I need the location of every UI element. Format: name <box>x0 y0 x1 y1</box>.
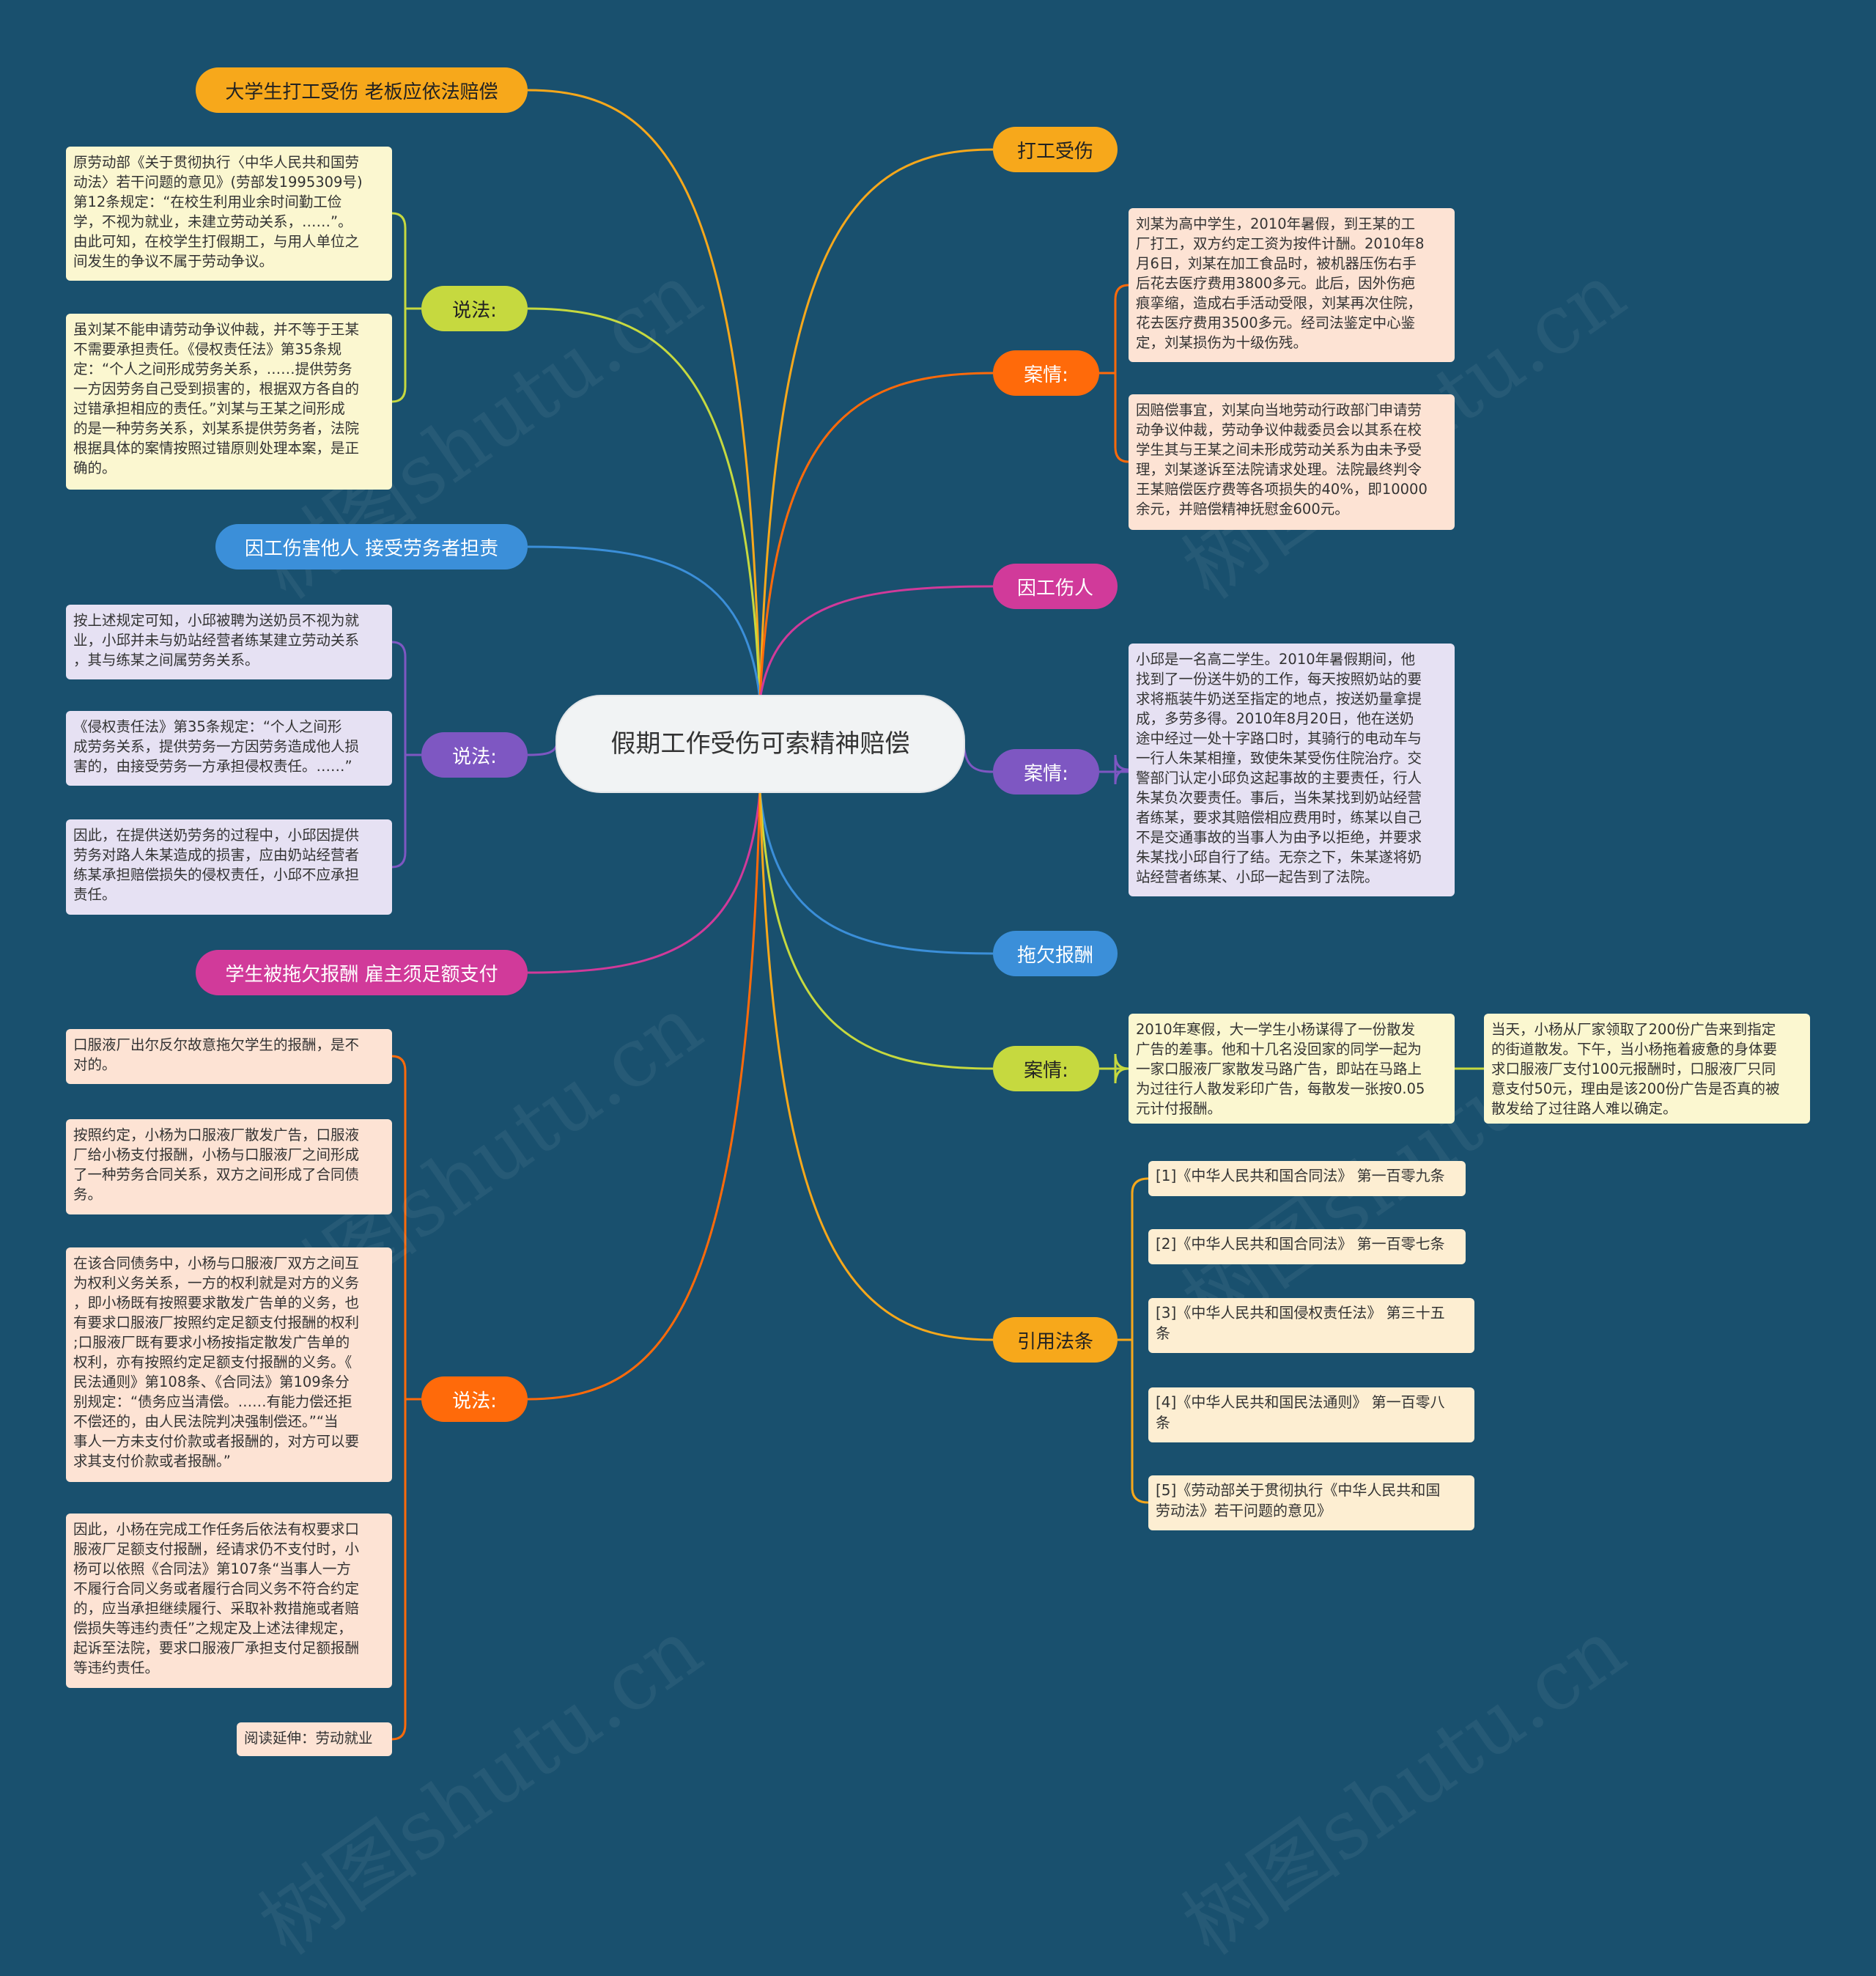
bracket-anqing1 <box>1114 284 1129 463</box>
topic-unpaid-wages[interactable]: 学生被拖欠报酬 雇主须足额支付 <box>196 950 528 995</box>
ref-item-1[interactable]: [1]《中华人民共和国合同法》 第一百零九条 <box>1148 1161 1466 1196</box>
ref-item-4[interactable]: [4]《中华人民共和国民法通则》 第一百零八 条 <box>1148 1387 1474 1442</box>
bracket-anqing2 <box>1114 754 1129 785</box>
shuofa2-card-3: 因此，在提供送奶劳务的过程中，小邱因提供 劳务对路人朱某造成的损害，应由奶站经营… <box>66 819 392 915</box>
bracket-refs <box>1131 1177 1149 1504</box>
anqing-node-3[interactable]: 案情: <box>993 1046 1099 1091</box>
bracket-shuofa1 <box>391 212 407 403</box>
root-topic[interactable]: 假期工作受伤可索精神赔偿 <box>557 696 964 792</box>
link-root-refs <box>758 791 994 1341</box>
ref-item-2[interactable]: [2]《中华人民共和国合同法》 第一百零七条 <box>1148 1229 1466 1264</box>
shuofa-label: 说法: <box>452 745 497 768</box>
link-root-shuofa2 <box>527 743 558 756</box>
link-root-topic1 <box>527 89 761 701</box>
topic-label: 因工伤人 <box>1016 577 1093 600</box>
link-root-topic2 <box>527 545 761 701</box>
link-root-anqing3 <box>758 791 994 1070</box>
link-root-shuofa1 <box>527 307 761 701</box>
read-more-link[interactable]: 阅读延伸：劳动就业 <box>237 1722 392 1756</box>
anqing-node-1[interactable]: 案情: <box>993 350 1099 396</box>
bracket-shuofa3 <box>391 1055 407 1741</box>
link-root-rtopic1 <box>758 148 994 701</box>
shuofa2-card-2: 《侵权责任法》第35条规定：“个人之间形 成劳务关系，提供劳务一方因劳务造成他人… <box>66 711 392 786</box>
anqing-node-2[interactable]: 案情: <box>993 749 1099 795</box>
link-root-rtopic3 <box>758 791 994 955</box>
shuofa2-card-1: 按上述规定可知，小邱被聘为送奶员不视为就 业，小邱并未与奶站经营者练某建立劳动关… <box>66 605 392 679</box>
link-root-anqing2 <box>962 743 994 773</box>
shuofa-node-2[interactable]: 说法: <box>421 732 528 778</box>
anqing-label: 案情: <box>1024 364 1068 386</box>
anqing1-card-1: 刘某为高中学生，2010年暑假，到王某的工 厂打工，双方约定工资为按件计酬。20… <box>1129 208 1455 362</box>
root-title: 假期工作受伤可索精神赔偿 <box>610 729 910 759</box>
anqing3-card-1: 2010年寒假，大一学生小杨谋得了一份散发 广告的差事。他和十几名没回家的同学一… <box>1129 1014 1455 1124</box>
bracket-shuofa2 <box>391 641 407 869</box>
topic-label: 拖欠报酬 <box>1016 944 1093 967</box>
anqing3-card-2: 当天，小杨从厂家领取了200份广告来到指定 的街道散发。下午，当小杨拖着疲惫的身… <box>1484 1014 1810 1124</box>
shuofa3-card-1: 口服液厂出尔反尔故意拖欠学生的报酬，是不 对的。 <box>66 1029 392 1084</box>
topic-injure-person[interactable]: 因工伤人 <box>993 564 1118 609</box>
topic-wage-arrears[interactable]: 拖欠报酬 <box>993 931 1118 976</box>
ref-item-5[interactable]: [5]《劳动部关于贯彻执行《中华人民共和国 劳动法》若干问题的意见》 <box>1148 1475 1474 1530</box>
shuofa1-card-1: 原劳动部《关于贯彻执行〈中华人民共和国劳 动法〉若干问题的意见》(劳部发1995… <box>66 147 392 281</box>
link-root-rtopic2 <box>758 585 994 701</box>
shuofa3-card-3: 在该合同债务中，小杨与口服液厂双方之间互 为权利义务关系，一方的权利就是对方的义… <box>66 1247 392 1482</box>
shuofa3-card-4: 因此，小杨在完成工作任务后依法有权要求口 服液厂足额支付报酬，经请求仍不支付时，… <box>66 1514 392 1688</box>
topic-label: 学生被拖欠报酬 雇主须足额支付 <box>225 963 498 986</box>
topic-student-injury[interactable]: 大学生打工受伤 老板应依法赔偿 <box>196 67 528 113</box>
topic-work-injury[interactable]: 打工受伤 <box>993 127 1118 172</box>
watermark: 树图shutu.cn <box>1167 1601 1642 1973</box>
topic-injure-others[interactable]: 因工伤害他人 接受劳务者担责 <box>215 524 528 569</box>
shuofa-node-3[interactable]: 说法: <box>421 1376 528 1422</box>
anqing-label: 案情: <box>1024 1059 1068 1082</box>
ref-item-3[interactable]: [3]《中华人民共和国侵权责任法》 第三十五 条 <box>1148 1298 1474 1353</box>
link-root-shuofa3 <box>527 791 761 1401</box>
link-root-topic3 <box>527 791 761 974</box>
shuofa-label: 说法: <box>452 1390 497 1412</box>
anqing2-card-1: 小邱是一名高二学生。2010年暑假期间，他 找到了一份送牛奶的工作，每天按照奶站… <box>1129 644 1455 896</box>
refs-label: 引用法条 <box>1016 1330 1093 1353</box>
anqing1-card-2: 因赔偿事宜，刘某向当地劳动行政部门申请劳 动争议仲裁，劳动争议仲裁委员会以其系在… <box>1129 394 1455 530</box>
refs-node[interactable]: 引用法条 <box>993 1317 1118 1363</box>
shuofa3-card-2: 按照约定，小杨为口服液厂散发广告，口服液 厂给小杨支付报酬，小杨与口服液厂之间形… <box>66 1119 392 1214</box>
anqing-label: 案情: <box>1024 762 1068 785</box>
bracket-anqing3 <box>1114 1053 1129 1084</box>
link-root-anqing1 <box>758 372 994 701</box>
shuofa1-card-2: 虽刘某不能申请劳动争议仲裁，并不等于王某 不需要承担责任。《侵权责任法》第35条… <box>66 314 392 490</box>
topic-label: 大学生打工受伤 老板应依法赔偿 <box>225 81 498 103</box>
topic-label: 打工受伤 <box>1016 140 1093 163</box>
topic-label: 因工伤害他人 接受劳务者担责 <box>244 537 499 560</box>
shuofa-node-1[interactable]: 说法: <box>421 286 528 331</box>
shuofa-label: 说法: <box>452 299 497 322</box>
